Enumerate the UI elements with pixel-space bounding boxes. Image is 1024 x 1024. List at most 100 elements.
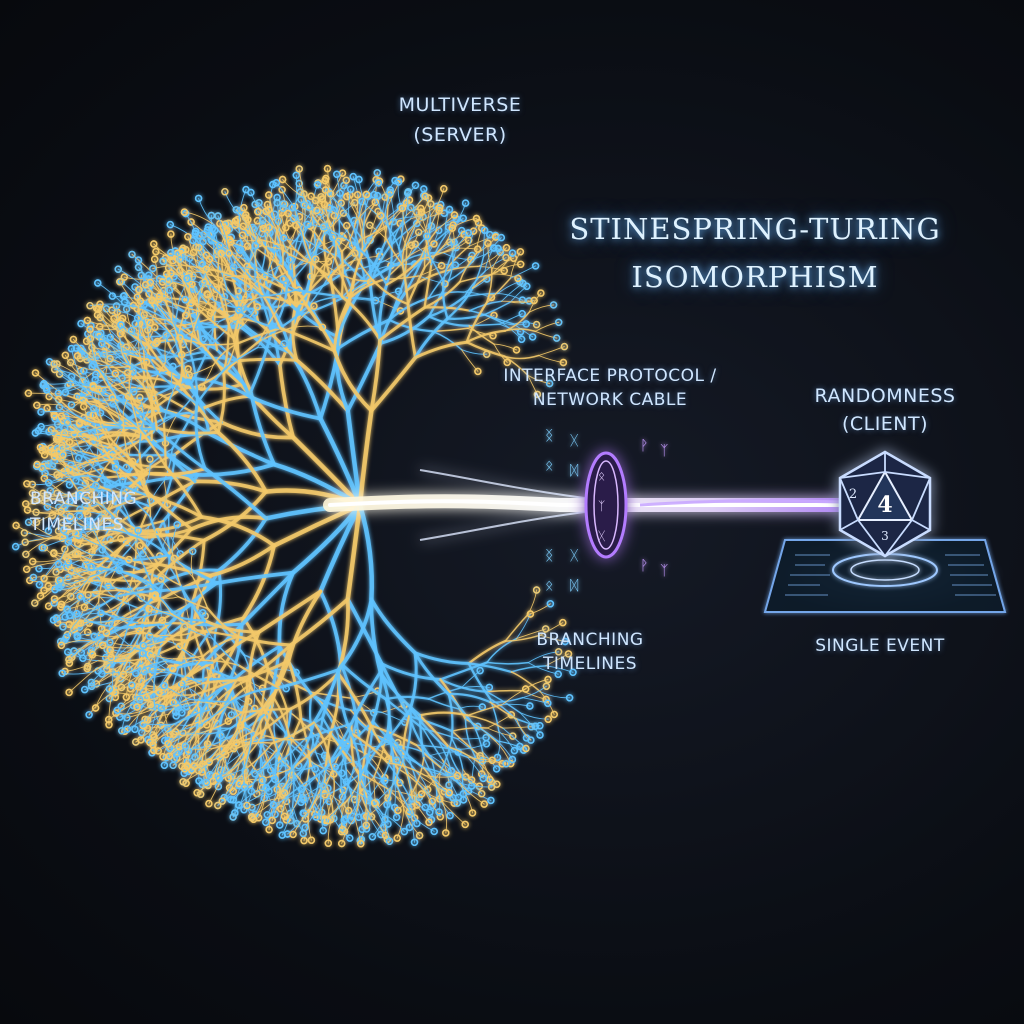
timeline-branch — [461, 349, 488, 355]
timeline-node — [44, 527, 53, 535]
timeline-node — [55, 395, 63, 404]
timeline-branch — [203, 466, 268, 521]
timeline-branch — [308, 206, 316, 234]
timeline-node — [36, 494, 44, 502]
timeline-node — [531, 722, 539, 730]
timeline-branch — [503, 355, 529, 377]
timeline-node — [40, 574, 48, 583]
timeline-node — [464, 787, 473, 795]
timeline-node — [423, 232, 431, 241]
timeline-node — [437, 261, 446, 270]
timeline-branch — [241, 543, 276, 620]
timeline-node — [169, 761, 177, 769]
timeline-branch — [172, 679, 183, 704]
timeline-branch — [254, 257, 261, 292]
timeline-branch — [143, 314, 169, 321]
timeline-node — [530, 296, 538, 305]
timeline-node — [152, 339, 160, 348]
timeline-branch — [201, 364, 214, 388]
timeline-branch — [497, 730, 501, 758]
timeline-branch — [318, 502, 363, 594]
timeline-branch — [192, 576, 209, 610]
timeline-branch — [61, 447, 86, 459]
timeline-branch — [485, 689, 523, 693]
timeline-branch — [237, 723, 248, 760]
timeline-branch — [110, 658, 141, 684]
timeline-node — [284, 209, 292, 218]
timeline-node — [151, 593, 159, 601]
timeline-branch — [27, 392, 63, 395]
timeline-branch — [117, 589, 162, 601]
timeline-node — [73, 632, 81, 640]
timeline-node — [85, 711, 93, 719]
timeline-node — [95, 331, 103, 339]
timeline-node — [236, 721, 245, 730]
timeline-branch — [54, 585, 81, 591]
timeline-branch — [510, 300, 535, 304]
timeline-node — [224, 717, 232, 725]
timeline-branch — [142, 349, 146, 386]
timeline-branch — [463, 278, 488, 293]
timeline-node — [181, 296, 189, 304]
timeline-branch — [226, 328, 240, 368]
timeline-branch — [117, 457, 167, 469]
timeline-branch — [138, 419, 145, 454]
timeline-branch — [198, 288, 217, 316]
timeline-branch — [108, 672, 132, 690]
timeline-branch — [140, 343, 161, 376]
timeline-branch — [451, 227, 455, 253]
timeline-branch — [191, 394, 251, 415]
timeline-node — [150, 255, 159, 263]
timeline-branch — [170, 318, 207, 333]
timeline-branch — [141, 383, 158, 431]
timeline-node — [278, 831, 286, 839]
timeline-node — [265, 191, 273, 199]
timeline-node — [435, 808, 443, 816]
timeline-node — [106, 638, 114, 646]
timeline-branch — [190, 550, 194, 578]
timeline-node — [478, 770, 486, 778]
timeline-branch — [451, 247, 479, 250]
timeline-branch — [249, 330, 273, 394]
timeline-branch — [189, 345, 210, 386]
timeline-branch — [238, 309, 282, 330]
timeline-node — [238, 231, 247, 239]
timeline-branch — [439, 678, 488, 693]
timeline-branch — [308, 716, 324, 760]
timeline-node — [542, 682, 551, 690]
timeline-node — [338, 839, 346, 848]
timeline-node — [295, 165, 303, 173]
timeline-node — [461, 820, 469, 829]
timeline-node — [105, 685, 114, 693]
timeline-branch — [422, 727, 443, 761]
timeline-branch — [308, 209, 325, 249]
timeline-branch — [113, 472, 150, 502]
timeline-branch — [447, 692, 492, 704]
timeline-node — [196, 790, 205, 798]
timeline-node — [366, 221, 374, 230]
timeline-branch — [462, 768, 464, 795]
timeline-branch — [415, 744, 456, 751]
timeline-node — [468, 809, 477, 817]
timeline-branch — [313, 255, 335, 279]
timeline-branch — [97, 499, 116, 529]
timeline-node — [267, 766, 275, 774]
timeline-node — [286, 219, 294, 227]
timeline-branch — [180, 249, 184, 278]
timeline-branch — [137, 428, 167, 468]
timeline-branch — [248, 683, 276, 723]
timeline-node — [50, 595, 59, 603]
timeline-node — [493, 753, 502, 762]
timeline-node — [307, 836, 316, 844]
timeline-node — [33, 401, 41, 409]
timeline-node — [70, 430, 79, 438]
timeline-branch — [222, 730, 253, 758]
timeline-branch — [341, 220, 357, 253]
timeline-node — [94, 279, 102, 287]
timeline-branch — [60, 585, 81, 608]
timeline-node — [89, 383, 98, 391]
timeline-branch — [489, 701, 518, 721]
timeline-branch — [106, 484, 124, 505]
timeline-branch — [73, 474, 110, 498]
timeline-branch — [185, 308, 209, 316]
